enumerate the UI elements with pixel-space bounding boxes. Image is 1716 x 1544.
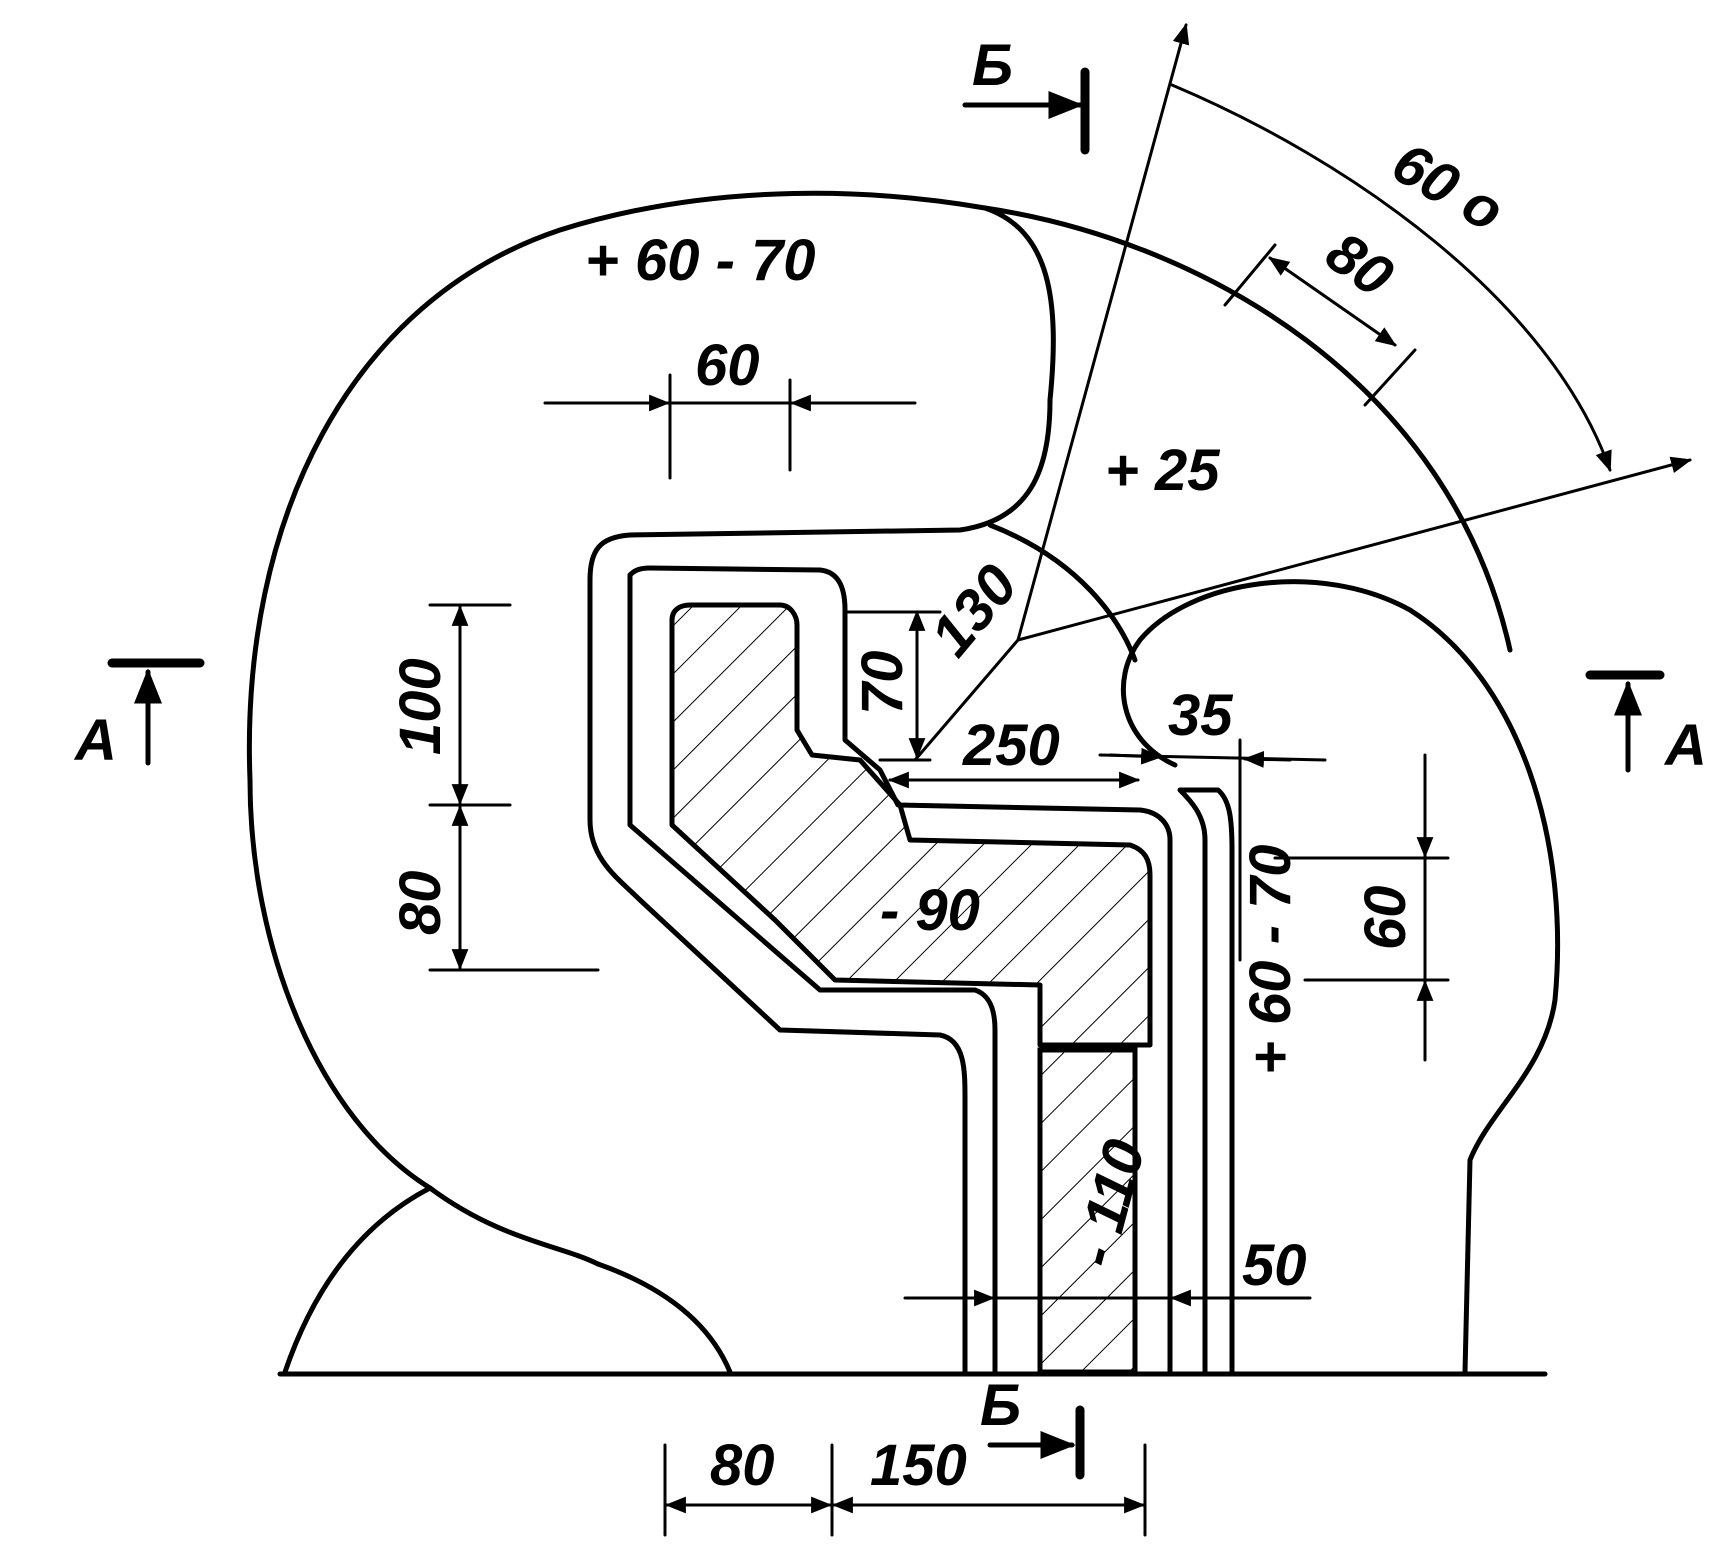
dim-label-35: 35 [1168, 683, 1233, 748]
dim-label-angle-60: 60 o [1382, 130, 1515, 244]
angle-arc [1170, 83, 1612, 472]
dim-label-250: 250 [962, 713, 1060, 778]
label-section-a-right: А [1663, 713, 1707, 778]
outer-outline [246, 190, 1056, 1375]
dim-label-100: 100 [388, 658, 453, 755]
dim-label-80-bottom: 80 [710, 1433, 775, 1498]
dim-35-arrow2 [1242, 751, 1292, 768]
dim-label-150: 150 [870, 1433, 967, 1498]
dim-80-arc-ext1 [1223, 243, 1277, 307]
dim-label-70: 70 [850, 650, 915, 715]
dim-35-arrow1 [1108, 747, 1163, 765]
zone-label-top-left: + 60 - 70 [585, 228, 816, 293]
radial-line-1 [1016, 22, 1190, 642]
left-hump-right [595, 1261, 733, 1375]
dim-label-60-right: 60 [1353, 885, 1418, 950]
dim-80-arc-line [1268, 256, 1397, 347]
label-section-b-bottom: Б [980, 1373, 1021, 1438]
radial-line-3 [913, 638, 1020, 762]
label-section-a-left: А [73, 708, 117, 773]
label-section-b-top: Б [972, 33, 1013, 98]
dim-label-130: 130 [918, 552, 1030, 668]
dim-label-80-arc: 80 [1315, 219, 1405, 309]
dim-label-50: 50 [1242, 1233, 1307, 1298]
left-hump [282, 1185, 433, 1375]
zone-label-center: - 90 [880, 878, 980, 943]
arc-small [987, 522, 1138, 663]
radial-line-2 [1016, 456, 1693, 642]
right-outer [1120, 579, 1561, 1375]
right-outline [1177, 787, 1235, 1375]
hatched-stem [1037, 1047, 1138, 1375]
zone-label-right: + 60 - 70 [1238, 844, 1303, 1075]
dim-label-60-top: 60 [695, 333, 760, 398]
inner-outline-left [627, 572, 998, 1375]
zone-label-top-right: + 25 [1105, 438, 1220, 503]
hatched-core [669, 602, 1153, 1048]
dim-80-arc-ext2 [1363, 348, 1417, 407]
outer-bottom-curve [427, 1185, 601, 1267]
dim-label-80-left: 80 [388, 870, 453, 935]
inner-outline [627, 565, 1173, 1375]
